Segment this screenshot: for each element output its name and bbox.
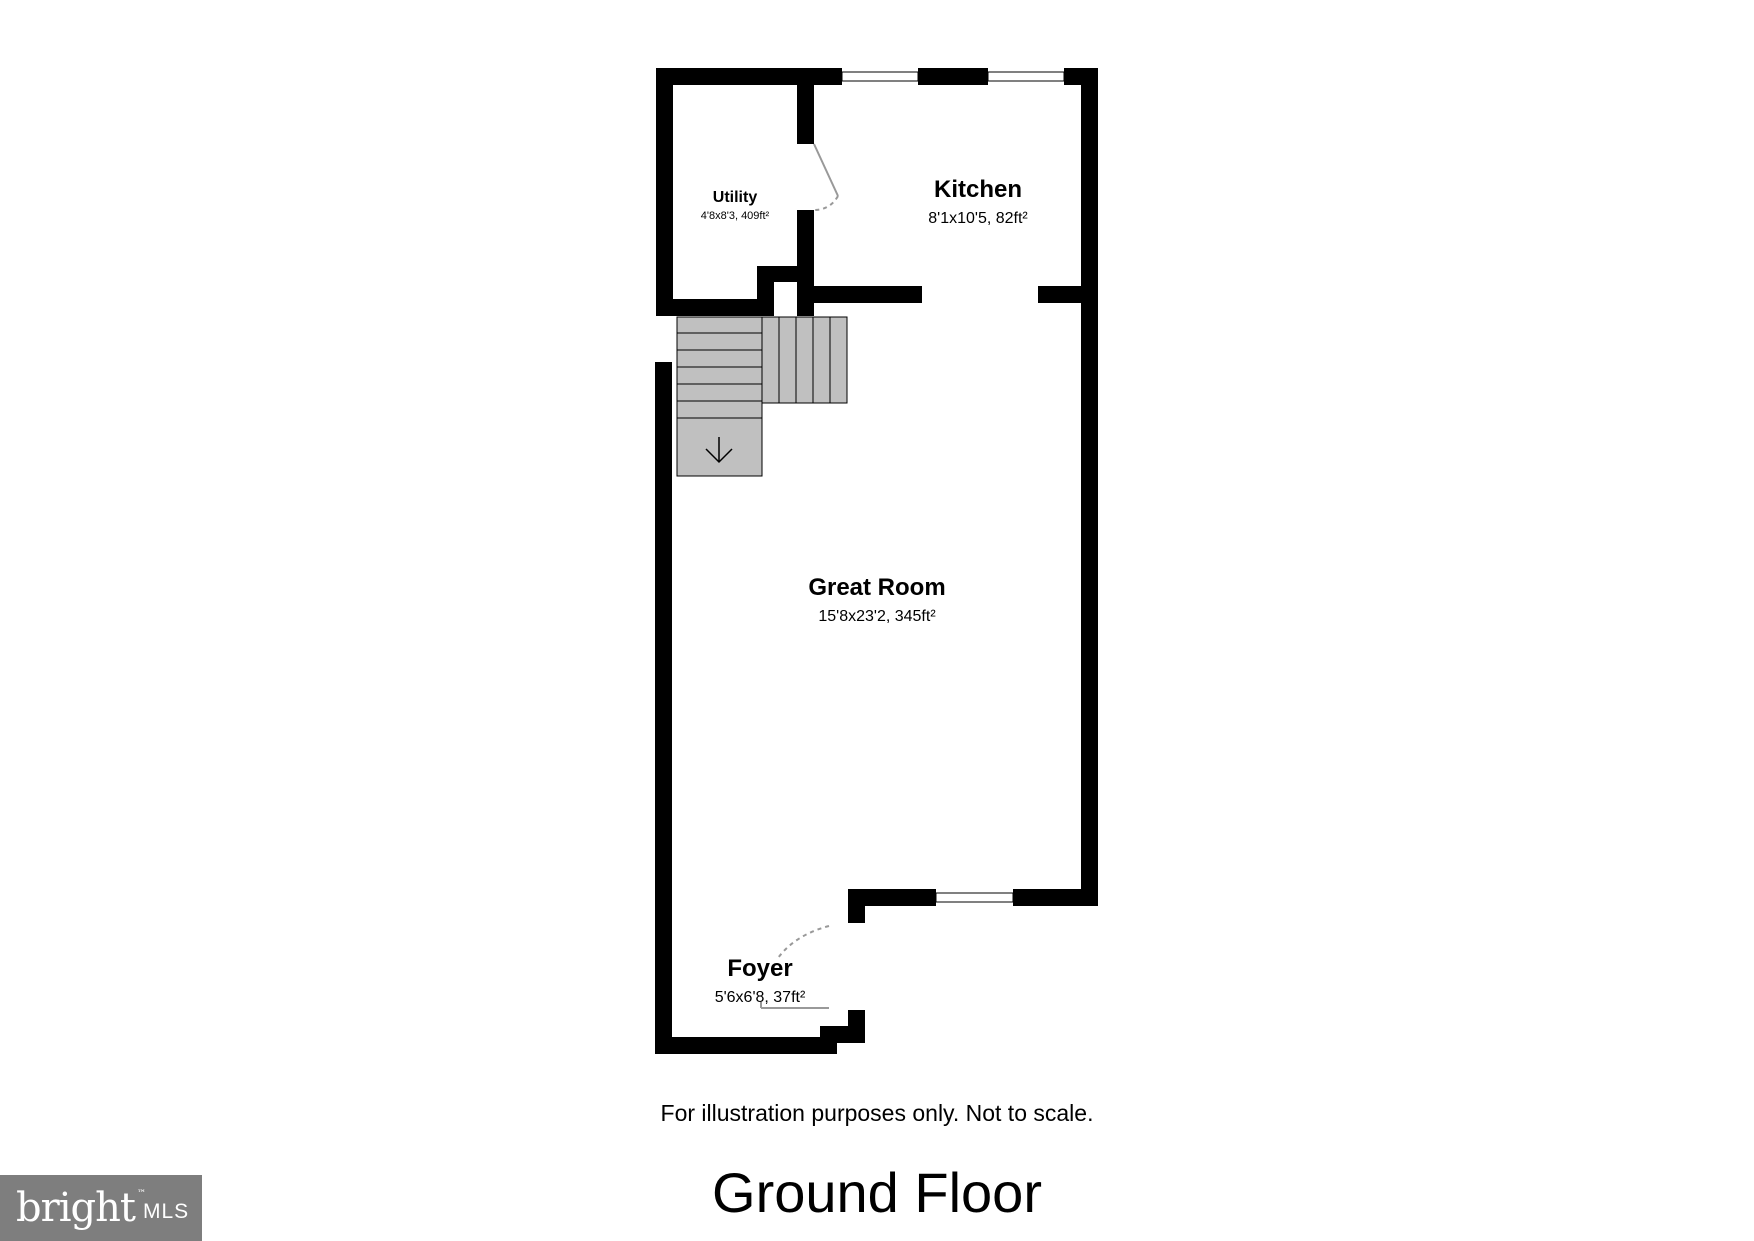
- room-name-kitchen: Kitchen: [934, 176, 1022, 203]
- doors: [760, 143, 839, 1009]
- door-utility-swing: [813, 195, 839, 211]
- wall-kitchen-top-a: [797, 68, 842, 85]
- wall-utility-top: [656, 68, 814, 85]
- logo-brand: bright ™: [16, 1185, 146, 1231]
- room-dims-great-room: 15'8x23'2, 345ft²: [818, 608, 936, 625]
- wall-kitchen-partition-left: [797, 286, 922, 303]
- wall-bottom-right-a: [848, 889, 936, 906]
- down-arrow-icon: [705, 437, 733, 464]
- window-front: [935, 892, 1014, 903]
- logo-suffix: MLS: [142, 1200, 190, 1223]
- logo-brand-text: bright: [16, 1185, 136, 1231]
- wall-kitchen-partition-right: [1038, 286, 1098, 303]
- room-dims-foyer: 5'6x6'8, 37ft²: [715, 989, 806, 1006]
- floor-title: Ground Floor: [712, 1161, 1042, 1224]
- room-labels: Utility 4'8x8'3, 409ft² Kitchen 8'1x10'5…: [701, 176, 1029, 1006]
- wall-kitchen-top-b: [918, 68, 988, 85]
- wall-utility-right-lower: [797, 210, 814, 268]
- room-dims-utility: 4'8x8'3, 409ft²: [701, 210, 770, 222]
- wall-bottom-right-b: [1013, 889, 1098, 906]
- wall-left-outer: [655, 362, 672, 1054]
- walls: [655, 68, 1098, 1054]
- window-kitchen-left: [841, 71, 919, 82]
- wall-utility-right-upper: [797, 68, 814, 144]
- door-foyer-swing: [777, 925, 830, 959]
- wall-bottom: [655, 1037, 837, 1054]
- logo-trademark: ™: [136, 1189, 146, 1199]
- room-name-great-room: Great Room: [808, 574, 945, 601]
- stair-flight-upper: [761, 316, 848, 404]
- wall-right-outer: [1081, 68, 1098, 906]
- room-dims-kitchen: 8'1x10'5, 82ft²: [928, 210, 1028, 227]
- room-name-utility: Utility: [713, 189, 758, 206]
- bright-mls-logo: bright ™ MLS: [0, 1175, 202, 1241]
- room-name-foyer: Foyer: [727, 955, 792, 982]
- disclaimer-text: For illustration purposes only. Not to s…: [660, 1100, 1094, 1126]
- wall-utility-bottom: [656, 299, 774, 316]
- wall-utility-left: [656, 68, 673, 316]
- wall-foyer-door-stub-top: [848, 889, 865, 923]
- windows: [841, 71, 1065, 903]
- stairs: [676, 316, 848, 477]
- window-kitchen-right: [987, 71, 1065, 82]
- door-utility-leaf: [813, 143, 839, 197]
- wall-stair-post-left: [757, 266, 774, 316]
